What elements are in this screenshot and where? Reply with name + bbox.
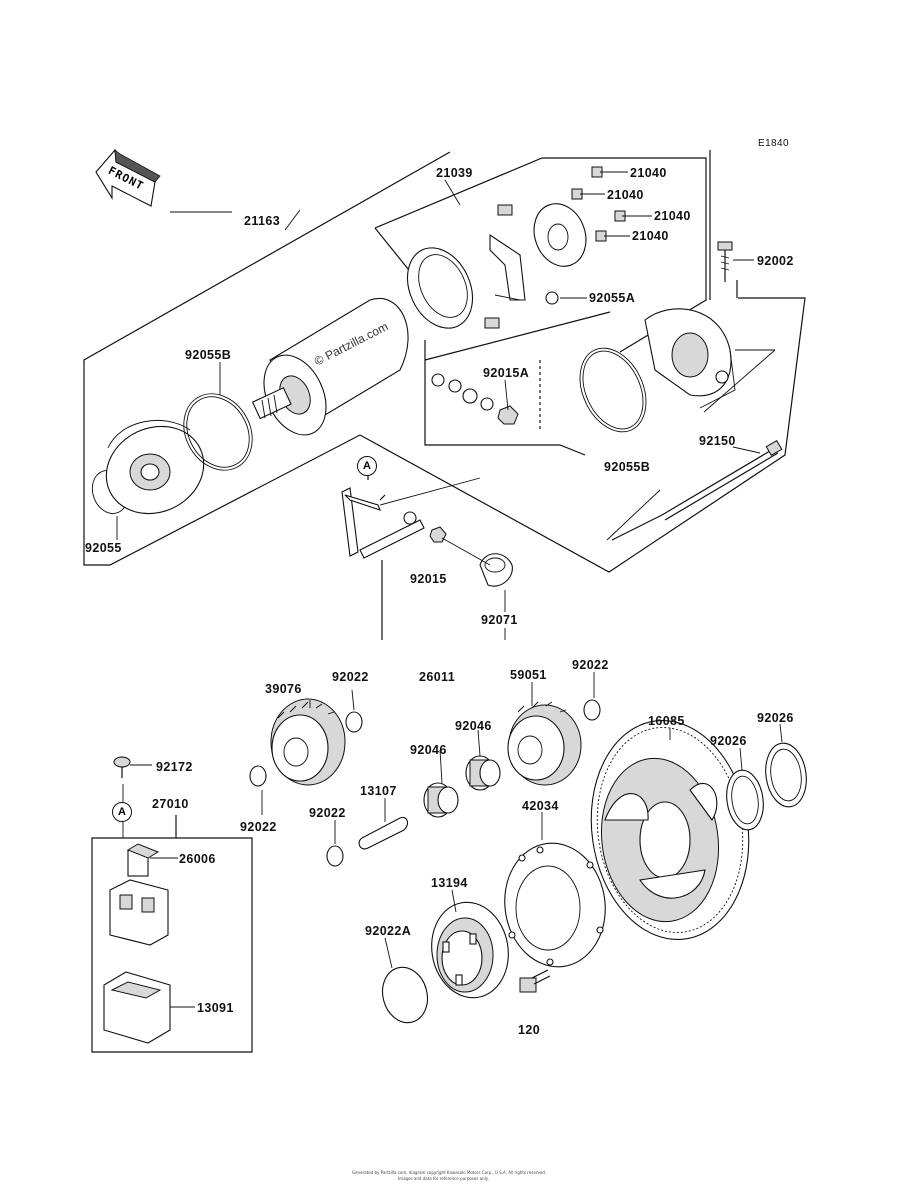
label-92055[interactable]: 92055 <box>85 541 122 555</box>
label-16085[interactable]: 16085 <box>648 714 685 728</box>
front-arrow-icon <box>95 148 161 207</box>
needle-bearing-upper-part <box>465 755 501 791</box>
label-21040-c[interactable]: 21040 <box>654 209 691 223</box>
label-92055B-left[interactable]: 92055B <box>185 348 232 362</box>
label-92022-b[interactable]: 92022 <box>572 658 609 672</box>
label-92026-b[interactable]: 92026 <box>710 734 747 748</box>
label-26006[interactable]: 26006 <box>179 852 216 866</box>
needle-bearing-lower-part <box>423 782 459 818</box>
label-13194[interactable]: 13194 <box>431 876 468 890</box>
label-27010[interactable]: 27010 <box>152 797 189 811</box>
label-92022-c[interactable]: 92022 <box>309 806 346 820</box>
label-21040-a[interactable]: 21040 <box>630 166 667 180</box>
footer-copyright: Generated by Partzilla.com, diagram copy… <box>352 1170 547 1175</box>
label-21163[interactable]: 21163 <box>244 214 281 228</box>
label-92071[interactable]: 92071 <box>481 613 518 627</box>
front-cover-part <box>105 419 205 515</box>
relay-cover-part <box>103 971 171 1044</box>
label-21039[interactable]: 21039 <box>436 166 473 180</box>
ref-marker-a-lower[interactable]: A <box>112 802 132 822</box>
one-way-clutch-part <box>431 901 509 999</box>
label-26011[interactable]: 26011 <box>419 670 456 684</box>
label-92172[interactable]: 92172 <box>156 760 193 774</box>
label-39076[interactable]: 39076 <box>265 682 302 696</box>
label-59051[interactable]: 59051 <box>510 668 547 682</box>
label-21040-d[interactable]: 21040 <box>632 229 669 243</box>
end-cover-part <box>644 308 736 409</box>
label-120[interactable]: 120 <box>518 1023 541 1037</box>
label-92046-a[interactable]: 92046 <box>455 719 492 733</box>
gear-59051-part <box>507 701 582 786</box>
lever-shaft-part <box>341 470 513 640</box>
label-92022-a[interactable]: 92022 <box>332 670 369 684</box>
label-21040-b[interactable]: 21040 <box>607 188 644 202</box>
label-13107[interactable]: 13107 <box>360 784 397 798</box>
label-92015A[interactable]: 92015A <box>483 366 530 380</box>
label-92022A[interactable]: 92022A <box>365 924 412 938</box>
armature-yoke-part <box>251 297 409 436</box>
label-92022-d[interactable]: 92022 <box>240 820 277 834</box>
label-92055B-right[interactable]: 92055B <box>604 460 651 474</box>
brush-holder-part <box>406 203 587 329</box>
starter-group-outline <box>83 151 806 573</box>
screw-92172-part <box>113 756 131 778</box>
screw-92002-part <box>717 241 733 282</box>
label-42034[interactable]: 42034 <box>522 799 559 813</box>
label-92150[interactable]: 92150 <box>699 434 736 448</box>
clutch-housing-part <box>504 842 606 968</box>
label-92055A[interactable]: 92055A <box>589 291 636 305</box>
footer-note: Images and data for reference purposes o… <box>398 1176 489 1181</box>
label-13091[interactable]: 13091 <box>197 1001 234 1015</box>
gear-39076-part <box>270 698 346 786</box>
label-92026-a[interactable]: 92026 <box>757 711 794 725</box>
diagram-code: E1840 <box>758 138 789 149</box>
label-92046-b[interactable]: 92046 <box>410 743 447 757</box>
starter-relay-part <box>109 879 169 946</box>
ref-marker-a-upper[interactable]: A <box>357 456 377 476</box>
fuse-part <box>126 843 160 877</box>
label-92002[interactable]: 92002 <box>757 254 794 268</box>
starter-clutch-gear-part <box>590 719 750 941</box>
label-92015[interactable]: 92015 <box>410 572 447 586</box>
